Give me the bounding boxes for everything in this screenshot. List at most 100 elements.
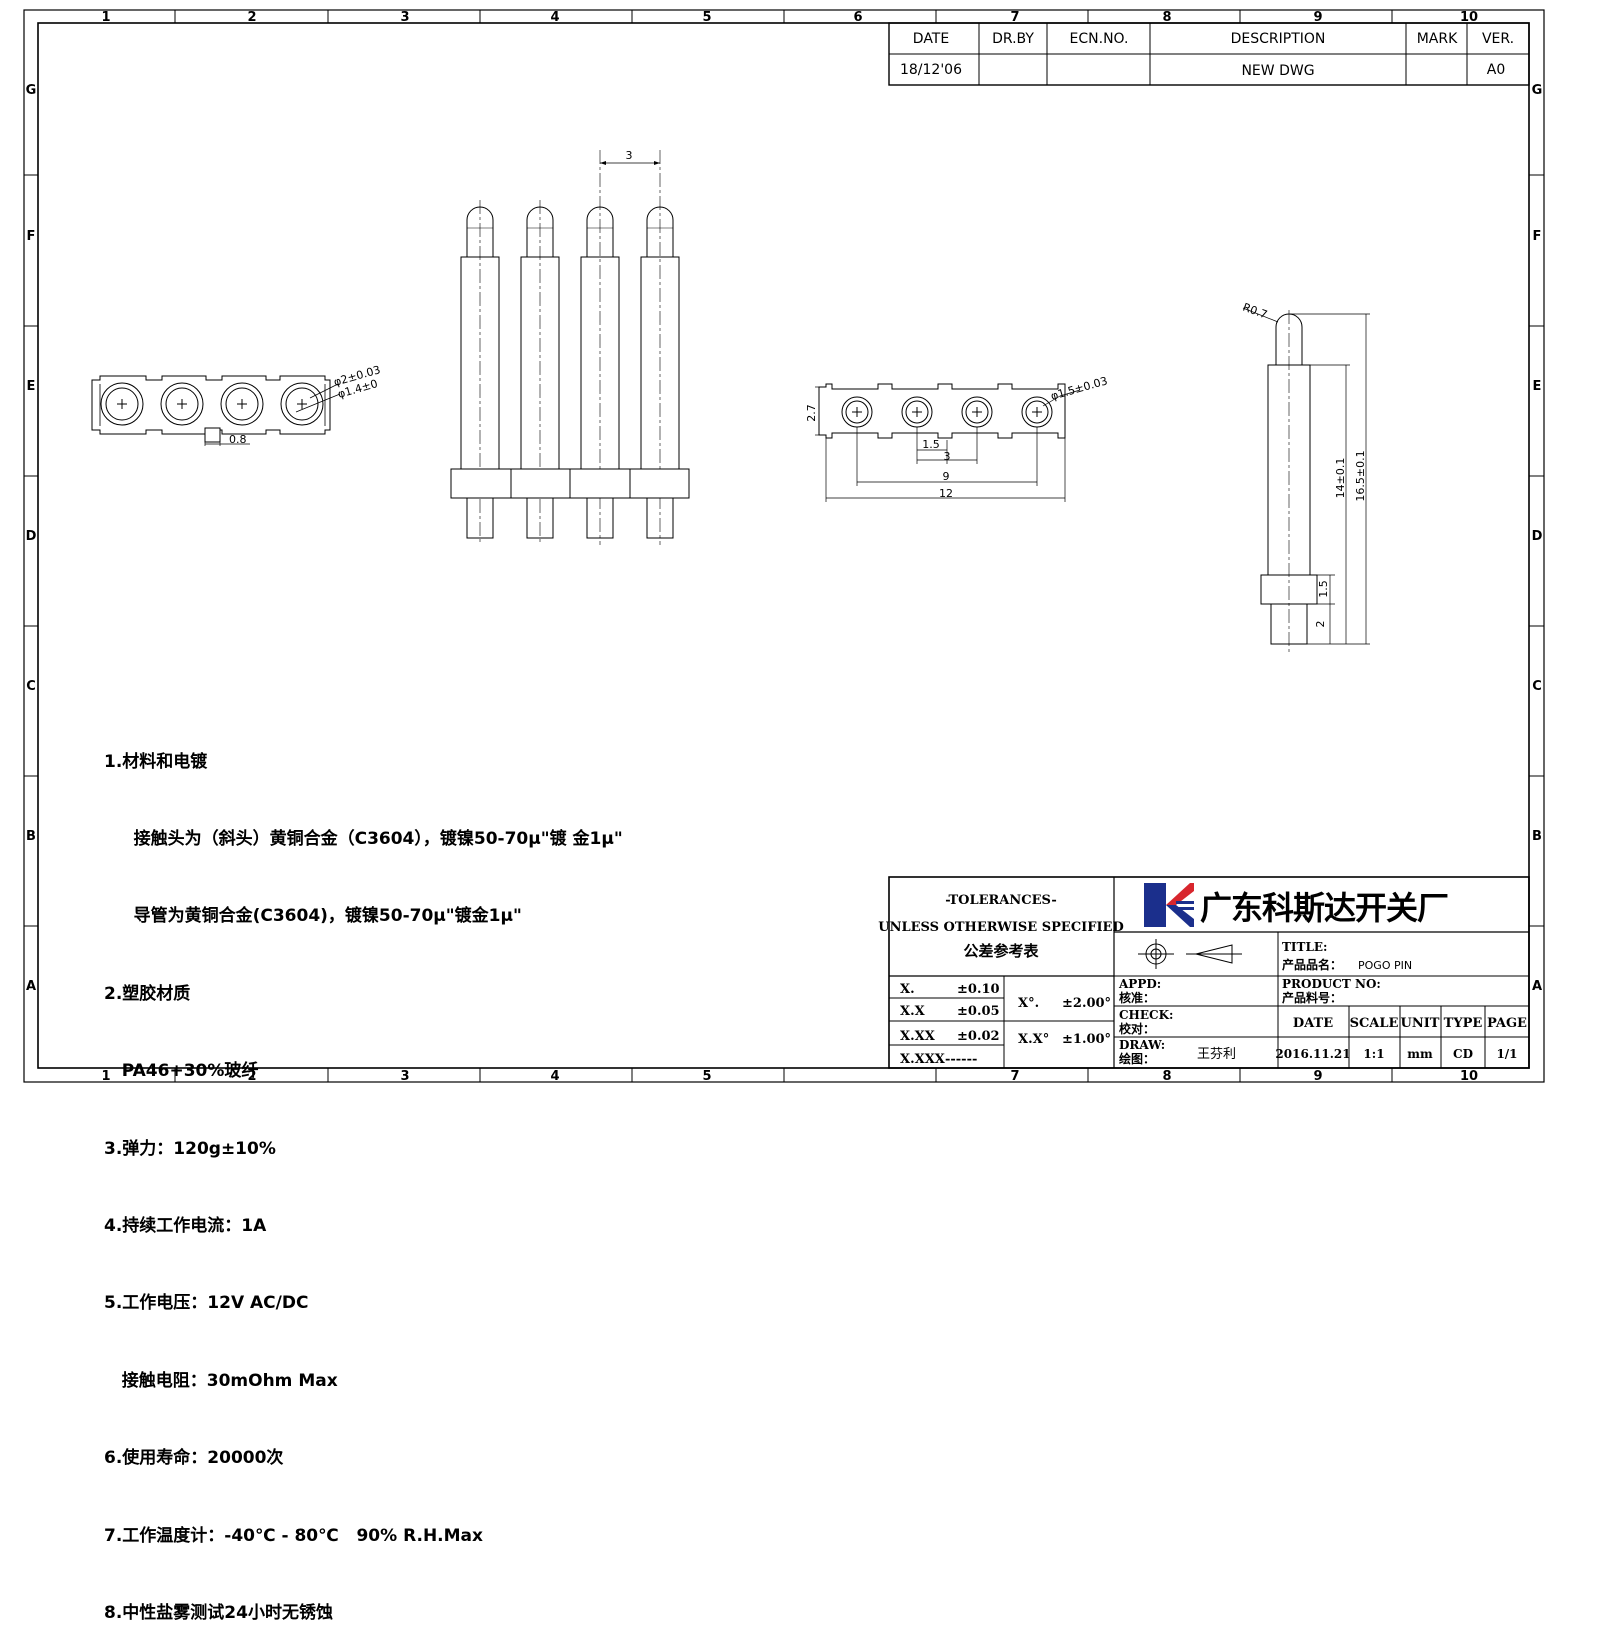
note-line: 5.工作电压：12V AC/DC (104, 1293, 309, 1314)
tol-label: X.X (900, 1004, 926, 1019)
col-label-bottom: 5 (702, 1069, 711, 1084)
company-name: 广东科斯达开关厂 (1200, 889, 1448, 927)
dim-bottom-half-pitch: 1.5 (922, 438, 940, 451)
dim-bottom-span: 9 (943, 470, 950, 483)
title-value: POGO PIN (1358, 959, 1412, 972)
pin-hole-top (220, 382, 264, 426)
pin-hole-bottom (841, 396, 873, 428)
title-cn-label: 产品品名： (1282, 957, 1342, 972)
row-label-left: E (27, 379, 36, 394)
projection-symbol (1138, 939, 1242, 969)
col-label-top: 7 (1010, 10, 1019, 25)
row-label-right: E (1533, 379, 1542, 394)
row-label-right: D (1532, 529, 1543, 544)
note-line: 3.弹力：120g±10% (104, 1138, 276, 1159)
product-no-label: PRODUCT NO: (1282, 977, 1381, 991)
rev-description: NEW DWG (1241, 63, 1314, 79)
col-label-bottom: 8 (1162, 1069, 1171, 1084)
draw-label: DRAW: (1119, 1038, 1165, 1052)
dim-front-pitch: 3 (626, 149, 633, 162)
info-unit: mm (1407, 1047, 1433, 1061)
dim-side-collar: 1.5 (1317, 580, 1330, 598)
info-header-unit: UNIT (1401, 1016, 1440, 1031)
drawer-name: 王芬利 (1197, 1047, 1236, 1062)
note-line: 2.塑胶材质 (104, 983, 191, 1004)
row-label-left: G (26, 83, 37, 98)
note-line: 接触电阻：30mOhm Max (104, 1370, 338, 1391)
row-label-left: D (26, 529, 37, 544)
rev-header-version: VER. (1482, 31, 1514, 47)
col-label-bottom: 2 (247, 1069, 256, 1084)
check-label: CHECK: (1119, 1008, 1173, 1022)
column-dividers (24, 10, 1544, 1082)
title-block (888, 876, 1530, 1069)
appd-label: APPD: (1118, 977, 1161, 991)
appd-cn-label: 核准： (1119, 990, 1155, 1005)
note-line: 7.工作温度计：-40℃ - 80℃ 90% R.H.Max (104, 1525, 483, 1546)
info-header-page: PAGE (1487, 1016, 1527, 1031)
col-label-top: 3 (400, 10, 409, 25)
title-label: TITLE: (1282, 940, 1328, 954)
tol-value: ±0.02 (957, 1029, 1000, 1044)
col-label-bottom: 4 (550, 1069, 559, 1084)
col-label-bottom: 7 (1010, 1069, 1019, 1084)
info-page: 1/1 (1496, 1047, 1517, 1061)
angle-value: ±2.00° (1062, 996, 1111, 1011)
dim-pitch-0-8: 0.8 (229, 433, 247, 446)
note-line: 1.材料和电镀 (104, 751, 208, 772)
row-label-right: A (1532, 979, 1542, 994)
info-date: 2016.11.21 (1275, 1047, 1350, 1061)
col-label-top: 8 (1162, 10, 1171, 25)
pin-hole-bottom (901, 396, 933, 428)
rev-header-drawn-by: DR.BY (992, 31, 1034, 47)
tolerance-cn: 公差参考表 (963, 942, 1039, 960)
tol-label: X.XX (900, 1029, 936, 1044)
col-label-bottom: 10 (1460, 1069, 1478, 1084)
row-label-right: F (1533, 229, 1542, 244)
angle-value: ±1.00° (1062, 1032, 1111, 1047)
info-scale: 1:1 (1363, 1047, 1384, 1061)
row-label-left: A (26, 979, 36, 994)
draw-cn-label: 绘图： (1119, 1051, 1155, 1066)
row-label-left: B (26, 829, 36, 844)
dim-bottom-total: 12 (939, 487, 953, 500)
pin-hole-top (280, 382, 324, 426)
zone-labels: 1 2 3 4 5 6 7 8 9 10 1 2 3 4 5 7 8 9 10 … (26, 10, 1543, 1084)
tol-value: ±0.10 (957, 982, 1000, 997)
pin-hole-bottom (961, 396, 993, 428)
info-type: CD (1453, 1047, 1473, 1061)
tol-label: X. (900, 982, 915, 997)
dim-bottom-pitch: 3 (944, 450, 951, 463)
front-view (450, 150, 690, 545)
note-line: 6.使用寿命：20000次 (104, 1448, 284, 1469)
top-view-left (91, 375, 341, 446)
side-view (1242, 307, 1370, 655)
note-line: 8.中性盐雾测试24小时无锈蚀 (104, 1602, 333, 1623)
info-header-date: DATE (1293, 1016, 1333, 1031)
dim-bottom-height: 2.7 (805, 404, 818, 422)
tolerance-title: -TOLERANCES- (945, 893, 1057, 908)
angle-label: X°. (1018, 996, 1039, 1011)
drawing-sheet: 1 2 3 4 5 6 7 8 9 10 1 2 3 4 5 7 8 9 10 … (23, 9, 1545, 1084)
rev-header-mark: MARK (1417, 31, 1458, 47)
row-label-left: C (26, 679, 36, 694)
technical-notes: 1.材料和电镀 接触头为（斜头）黄铜合金（C3604），镀镍50-70μ"镀 金… (104, 698, 623, 1652)
col-label-top: 4 (550, 10, 559, 25)
row-label-right: G (1532, 83, 1543, 98)
bottom-view (815, 383, 1081, 502)
rev-header-description: DESCRIPTION (1231, 31, 1326, 47)
col-label-top: 6 (853, 10, 862, 25)
tolerance-subtitle: UNLESS OTHERWISE SPECIFIED (878, 920, 1124, 935)
col-label-bottom: 1 (101, 1069, 110, 1084)
dim-side-radius: R0.7 (1241, 301, 1269, 322)
rev-header-date: DATE (913, 31, 949, 47)
pin-hole-top (100, 382, 144, 426)
col-label-top: 5 (702, 10, 711, 25)
dim-side-14: 14±0.1 (1334, 458, 1347, 499)
dim-side-16-5: 16.5±0.1 (1354, 450, 1367, 501)
col-label-bottom: 3 (400, 1069, 409, 1084)
dim-bottom-dia: φ1.5±0.03 (1049, 374, 1109, 403)
row-label-right: C (1532, 679, 1542, 694)
tol-label: X.XXX (900, 1052, 946, 1067)
note-line: 导管为黄铜合金(C3604)，镀镍50-70μ"镀金1μ" (104, 906, 522, 927)
